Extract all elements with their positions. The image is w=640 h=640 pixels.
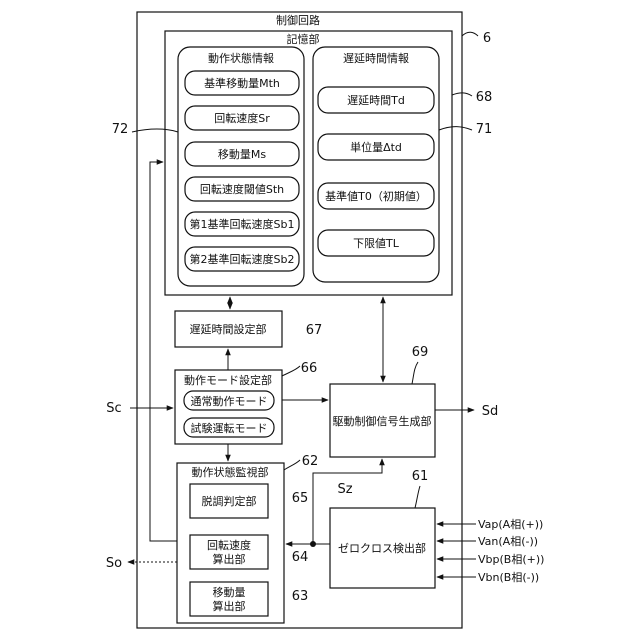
reference-movement-label: 基準移動量Mth [204, 76, 280, 90]
state-monitor-ref: 62 [302, 454, 319, 469]
leader-6 [462, 32, 478, 36]
step-out-judge-ref: 65 [292, 491, 309, 506]
speed-threshold-label: 回転速度閾値Sth [200, 182, 284, 196]
delay-setting-ref: 67 [306, 323, 323, 338]
rotation-speed-label: 回転速度Sr [214, 111, 270, 125]
drive-signal-label: 駆動制御信号生成部 [333, 414, 432, 428]
sd-signal-label: Sd [482, 404, 499, 419]
movement-amount-label: 移動量Ms [218, 147, 266, 161]
delay-time-info-title: 遅延時間情報 [343, 52, 409, 65]
sz-signal-label: Sz [337, 482, 352, 497]
operation-state-info-title: 動作状態情報 [208, 51, 274, 65]
unit-amount-label: 単位量Δtd [350, 140, 402, 154]
speed-calc-label-1: 回転速度 [207, 538, 251, 552]
state-monitor-title: 動作状態監視部 [192, 465, 269, 479]
so-signal-label: So [106, 556, 122, 571]
movement-calc-label-1: 移動量 [213, 585, 246, 599]
mode-setting-title: 動作モード設定部 [184, 373, 272, 387]
zero-cross-ref: 61 [412, 469, 429, 484]
normal-mode-label: 通常動作モード [191, 394, 268, 408]
speed-calc-ref: 64 [292, 550, 309, 565]
control-circuit-title: 制御回路 [276, 13, 320, 27]
vap-label: Vap(A相(+)) [478, 518, 543, 531]
storage-ref: 68 [476, 90, 493, 105]
speed-calc-label-2: 算出部 [213, 552, 246, 566]
lower-limit-label: 下限値TL [353, 237, 400, 250]
van-label: Van(A相(-)) [478, 535, 538, 548]
delay-time-label: 遅延時間Td [347, 94, 405, 107]
delay-time-info-ref: 71 [476, 122, 493, 137]
delay-setting-label: 遅延時間設定部 [190, 322, 267, 336]
storage-title: 記憶部 [287, 32, 320, 46]
sz-junction-dot [310, 541, 316, 547]
movement-calc-ref: 63 [292, 589, 309, 604]
test-mode-label: 試験運転モード [191, 421, 268, 435]
step-out-judge-label: 脱調判定部 [202, 494, 257, 508]
second-reference-speed-label: 第2基準回転速度Sb2 [190, 252, 295, 266]
vbp-label: Vbp(B相(+)) [478, 553, 544, 566]
zero-cross-label: ゼロクロス検出部 [338, 541, 426, 555]
reference-value-label: 基準値T0（初期値） [325, 189, 427, 203]
sc-signal-label: Sc [106, 401, 121, 416]
operation-state-info-ref: 72 [112, 122, 129, 137]
first-reference-speed-label: 第1基準回転速度Sb1 [190, 217, 295, 231]
vbn-label: Vbn(B相(-)) [478, 571, 539, 584]
mode-setting-ref: 66 [301, 361, 318, 376]
drive-signal-ref: 69 [412, 345, 429, 360]
control-circuit-ref: 6 [483, 31, 491, 46]
movement-calc-label-2: 算出部 [213, 599, 246, 613]
